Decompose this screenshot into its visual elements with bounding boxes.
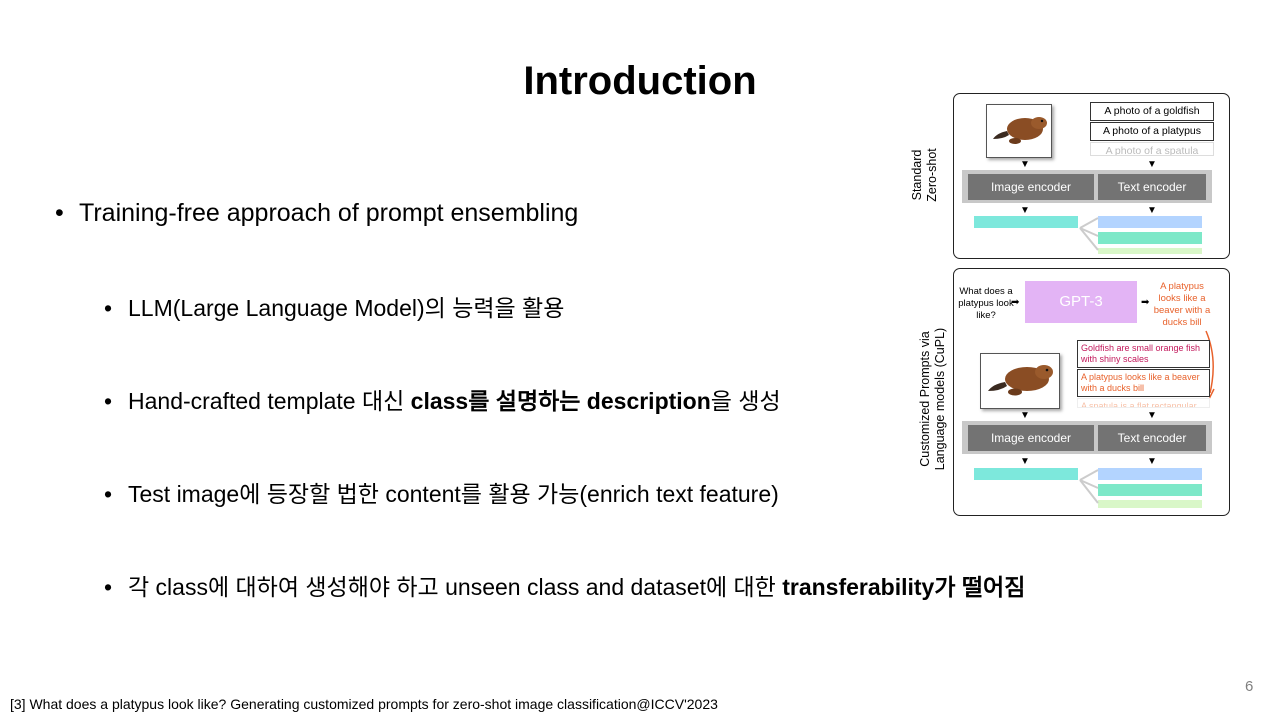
sub-bullet-llm: •LLM(Large Language Model)의 능력을 활용	[104, 295, 565, 321]
sub-bullet-description-pre: Hand-crafted template 대신	[128, 388, 411, 414]
text-encoder: Text encoder	[1098, 425, 1206, 451]
sub-bullet-description-post: 을 생성	[710, 388, 781, 414]
arrow-down-icon: ▼	[1147, 159, 1157, 170]
arrow-right-icon: ➡	[1011, 297, 1020, 308]
sub-bullet-content: •Test image에 등장할 법한 content를 활용 가능(enric…	[104, 481, 779, 507]
description-platypus: A platypus looks like a beaver with a du…	[1077, 369, 1210, 397]
standard-zeroshot-label: Standard Zero-shot	[910, 120, 940, 230]
page-number: 6	[1245, 678, 1254, 695]
text-feature	[1098, 216, 1202, 228]
image-encoder: Image encoder	[968, 425, 1094, 451]
arrow-down-icon: ▼	[1020, 410, 1030, 421]
bullet-main: •Training-free approach of prompt ensemb…	[55, 199, 579, 227]
image-feature	[974, 468, 1078, 480]
platypus-image	[980, 353, 1060, 409]
answer-text: A platypus looks like a beaver with a du…	[1153, 281, 1211, 328]
text-feature	[1098, 484, 1202, 496]
cupl-label-line2: Language models (CuPL)	[933, 327, 947, 471]
platypus-icon	[993, 117, 1047, 144]
image-feature	[974, 216, 1078, 228]
similarity-lines	[1079, 217, 1099, 251]
text-feature	[1098, 468, 1202, 480]
arrow-right-icon: ➡	[1141, 297, 1150, 308]
description-spatula: A spatula is a flat rectangular	[1077, 398, 1210, 408]
arrow-down-icon: ▼	[1020, 456, 1030, 467]
arrow-down-icon: ▼	[1147, 205, 1157, 216]
sub-bullet-transferability-pre: 각 class에 대하여 생성해야 하고 unseen class and da…	[128, 574, 783, 600]
cupl-figure: Standard Zero-shot A photo of a goldfish…	[905, 90, 1235, 520]
question-text: What does a platypus look like?	[958, 286, 1014, 321]
sub-bullet-content-text: Test image에 등장할 법한 content를 활용 가능(enrich…	[128, 481, 779, 507]
platypus-image	[986, 104, 1052, 158]
slide-title: Introduction	[523, 59, 757, 103]
prompt-goldfish: A photo of a goldfish	[1090, 102, 1214, 121]
sub-bullet-description: •Hand-crafted template 대신 class를 설명하는 de…	[104, 388, 781, 414]
description-goldfish: Goldfish are small orange fish with shin…	[1077, 340, 1210, 368]
similarity-lines	[1079, 469, 1099, 504]
platypus-icon	[988, 365, 1053, 396]
prompt-spatula: A photo of a spatula	[1090, 142, 1214, 156]
arrow-down-icon: ▼	[1020, 159, 1030, 170]
standard-label: Standard	[910, 149, 924, 201]
cupl-label: Customized Prompts via Language models (…	[918, 299, 948, 499]
gpt3-box: GPT-3	[1025, 281, 1137, 323]
footnote: [3] What does a platypus look like? Gene…	[10, 696, 718, 712]
standard-panel: A photo of a goldfish A photo of a platy…	[953, 93, 1230, 259]
text-feature	[1098, 500, 1202, 508]
text-encoder: Text encoder	[1098, 174, 1206, 200]
bullet-main-text: Training-free approach of prompt ensembl…	[79, 199, 579, 227]
text-feature	[1098, 248, 1202, 254]
sub-bullet-transferability: •각 class에 대하여 생성해야 하고 unseen class and d…	[104, 574, 1026, 600]
image-encoder: Image encoder	[968, 174, 1094, 200]
arrow-down-icon: ▼	[1147, 410, 1157, 421]
sub-bullet-transferability-bold: transferability가 떨어짐	[782, 574, 1026, 600]
zeroshot-label: Zero-shot	[925, 148, 939, 202]
sub-bullet-llm-text: LLM(Large Language Model)의 능력을 활용	[128, 295, 565, 321]
cupl-label-line1: Customized Prompts via	[918, 331, 932, 467]
text-feature	[1098, 232, 1202, 244]
arrow-down-icon: ▼	[1147, 456, 1157, 467]
sub-bullet-description-bold: class를 설명하는 description	[410, 388, 711, 414]
arrow-down-icon: ▼	[1020, 205, 1030, 216]
prompt-platypus: A photo of a platypus	[1090, 122, 1214, 141]
cupl-panel: What does a platypus look like? ➡ GPT-3 …	[953, 268, 1230, 516]
